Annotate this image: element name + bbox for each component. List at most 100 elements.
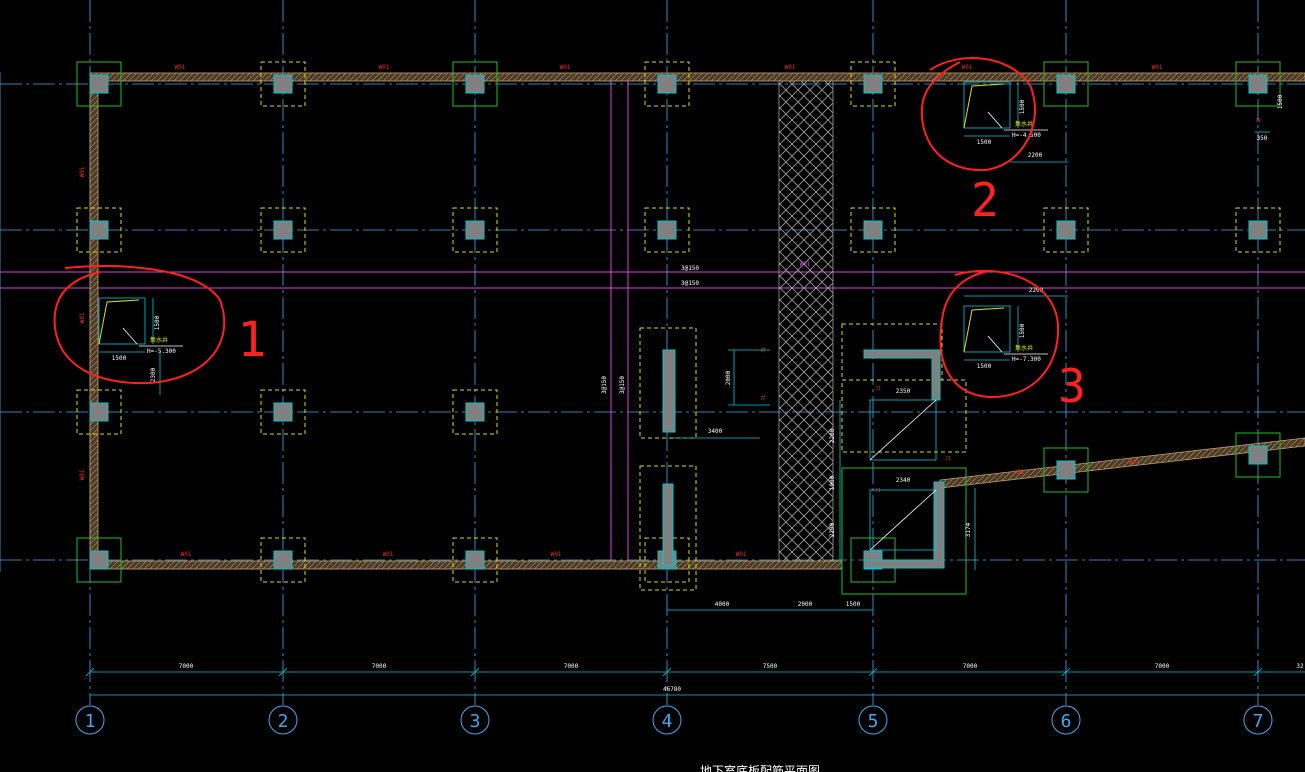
column	[89, 402, 109, 422]
wall-tag: W01	[560, 64, 571, 71]
pit-detail-3-leader	[987, 335, 1003, 353]
column-footing	[1043, 207, 1089, 253]
axis-bubble-7	[1243, 705, 1273, 735]
bay-dim-text: 32	[1296, 663, 1304, 670]
pit-detail-2-leader	[987, 111, 1003, 129]
red-mark: J1	[945, 456, 951, 462]
wall-tag: W01	[962, 64, 973, 71]
elevation-text: H=-5.300	[147, 348, 176, 355]
dim-tick	[1061, 667, 1071, 677]
dim-text: 4000	[715, 601, 730, 608]
axis-bubble-2	[268, 705, 298, 735]
pit-tag: 集水井	[150, 336, 168, 344]
ramp-upper	[869, 399, 937, 461]
axis-label: 7	[1253, 711, 1264, 732]
column	[89, 550, 109, 570]
axis-label: 2	[278, 711, 289, 732]
markup-circle-2	[920, 57, 1036, 172]
axis-bubble-6	[1051, 705, 1081, 735]
wall-tag-vertical: W01	[79, 166, 86, 177]
dim-text: 1500	[112, 355, 127, 362]
dim-text: 2000	[798, 601, 813, 608]
overall-dim-text: 46780	[663, 686, 681, 693]
elevation-text: H=-7.300	[1012, 356, 1041, 363]
column	[1248, 445, 1268, 465]
dim-text: 1500	[977, 363, 992, 370]
column-footing	[76, 389, 122, 435]
column-footing	[76, 207, 122, 253]
axis-label: 4	[662, 711, 673, 732]
column	[465, 220, 485, 240]
bay-dim-text: 7500	[763, 663, 778, 670]
bar-label-vertical: 3@150	[619, 376, 626, 394]
markup-number-2: 2	[971, 173, 999, 227]
stair-footing-lower	[639, 465, 697, 591]
stair-footing-upper	[639, 327, 697, 439]
pit-detail-2-outline	[963, 81, 1011, 129]
ramp-slope	[869, 489, 937, 551]
column-footing	[1235, 432, 1281, 478]
ramp-slope	[869, 399, 937, 461]
stair-wall-lower	[662, 483, 674, 567]
column	[1056, 460, 1076, 480]
axis-bubble-3	[460, 705, 490, 735]
column-footing	[850, 207, 896, 253]
axis-bubble-1	[75, 705, 105, 735]
column	[863, 220, 883, 240]
wall-tag: W01	[383, 551, 394, 558]
markup-number-3: 3	[1058, 359, 1086, 413]
pit-detail-1-slope	[98, 299, 140, 345]
wall-tag: W01	[736, 551, 747, 558]
pit-detail-1-leader	[122, 327, 138, 345]
wall-tag: W01	[1014, 469, 1025, 476]
left-wall	[89, 75, 99, 569]
wall-tag: W01	[379, 64, 390, 71]
dim-text: 2340	[896, 477, 911, 484]
dim-text: 2200	[1029, 287, 1044, 294]
column-footing	[452, 207, 498, 253]
axis-label: 3	[470, 711, 481, 732]
wall-tag-vertical: W01	[79, 469, 86, 480]
wall-tag-vertical: W01	[79, 312, 86, 323]
elevation-text: H=-4.500	[1012, 132, 1041, 139]
markup-number-1: 1	[238, 312, 267, 368]
dim-tick	[278, 667, 288, 677]
wall-tag: W01	[1129, 459, 1140, 466]
column	[1248, 220, 1268, 240]
dim-tick	[85, 667, 95, 677]
pit-detail-3-outline	[963, 305, 1011, 353]
axis-label: 6	[1061, 711, 1072, 732]
dim-text: 1500	[1019, 99, 1026, 114]
column	[273, 220, 293, 240]
dim-text: 2350	[896, 388, 911, 395]
bay-dim-text: 7000	[963, 663, 978, 670]
axis-label: 1	[85, 711, 96, 732]
column-footing	[260, 389, 306, 435]
markup-circle-1	[53, 265, 226, 385]
wall-tag: W01	[785, 64, 796, 71]
column-footing	[76, 61, 122, 107]
pit-tag: 集水井	[1015, 344, 1033, 352]
dim-text: 2200	[1028, 152, 1043, 159]
column	[273, 402, 293, 422]
axis-bubble-5	[858, 705, 888, 735]
column	[1056, 220, 1076, 240]
column-footing	[1043, 61, 1089, 107]
bar-label: 3@150	[681, 265, 699, 272]
column	[465, 550, 485, 570]
bay-dim-text: 7000	[1155, 663, 1170, 670]
dim-text: 2200	[829, 428, 836, 443]
column	[657, 74, 677, 94]
bay-dim-text: 7000	[179, 663, 194, 670]
dim-text: 1500	[846, 601, 861, 608]
markup-circle-3	[939, 269, 1060, 399]
red-mark: J1	[761, 395, 767, 401]
column	[89, 220, 109, 240]
pit-footing-lower	[841, 467, 967, 595]
red-mark: J1	[875, 488, 881, 494]
column-footing	[644, 207, 690, 253]
hatched-zone	[778, 75, 834, 565]
stair-wall-upper	[662, 349, 676, 433]
column-footing	[260, 61, 306, 107]
